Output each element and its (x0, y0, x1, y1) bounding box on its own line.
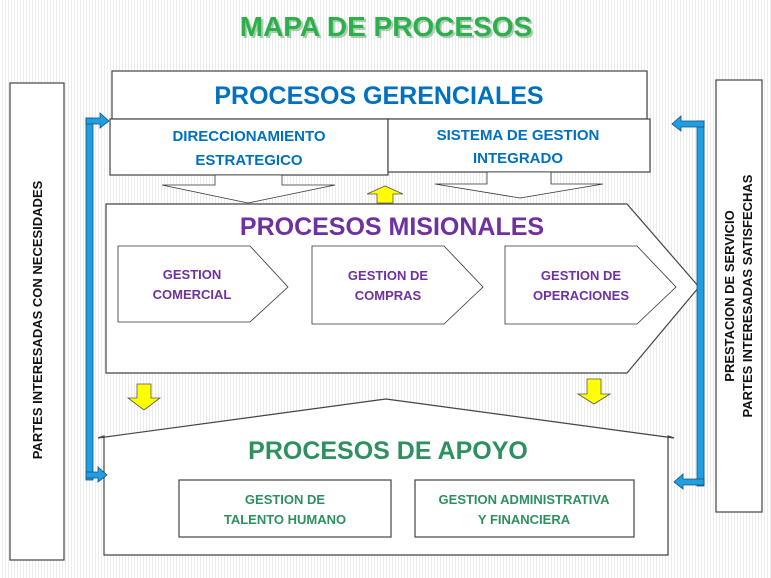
left-stakeholder-label: PARTES INTERESADAS CON NECESIDADES (30, 180, 45, 459)
misional-item-line2: COMERCIAL (153, 287, 232, 302)
sistema-line2: INTEGRADO (473, 150, 563, 167)
right-stakeholder-box (715, 79, 763, 513)
sistema-line1: SISTEMA DE GESTION (437, 127, 600, 144)
gerenciales-box (111, 70, 648, 120)
misionales-title: PROCESOS MISIONALES (240, 213, 544, 241)
down-chevron-arrow-icon (434, 171, 604, 199)
right-label-line2: PARTES INTERESADAS SATISFECHAS (740, 174, 755, 417)
misional-item-line2: COMPRAS (355, 288, 422, 303)
right-feedback-arrow-icon (671, 115, 705, 490)
right-label-line1: PRESTACION DE SERVICIO (722, 210, 737, 381)
yellow-up-arrow-icon (366, 185, 404, 204)
misional-item-line1: GESTION DE (541, 268, 622, 283)
misional-item-line1: GESTION DE (348, 268, 429, 283)
down-chevron-arrow-icon (161, 174, 336, 204)
direccionamiento-line1: DIRECCIONAMIENTO (172, 128, 325, 145)
apoyo-title: PROCESOS DE APOYO (248, 437, 528, 465)
yellow-down-arrow-icon (126, 383, 162, 411)
direccionamiento-line2: ESTRATEGICO (195, 152, 303, 169)
apoyo-item-line2: TALENTO HUMANO (224, 512, 346, 527)
left-feedback-arrow-icon (85, 112, 110, 483)
apoyo-item-talento (178, 479, 392, 538)
misional-item-compras: GESTION DE COMPRAS (311, 245, 484, 325)
diagram-title: MAPA DE PROCESOS (242, 13, 534, 44)
misional-item-line2: OPERACIONES (533, 288, 629, 303)
misional-item-line1: GESTION (163, 267, 222, 282)
apoyo-item-line2: Y FINANCIERA (478, 512, 571, 527)
left-stakeholder-box (9, 82, 65, 561)
yellow-down-arrow-icon (576, 378, 612, 405)
apoyo-item-administrativa (414, 479, 635, 538)
apoyo-item-line1: GESTION ADMINISTRATIVA (439, 492, 611, 507)
gerenciales-title: PROCESOS GERENCIALES (214, 82, 543, 110)
diagram-title-main: MAPA DE PROCESOS (240, 11, 532, 42)
misional-item-operaciones: GESTION DE OPERACIONES (504, 245, 677, 325)
apoyo-item-line1: GESTION DE (245, 492, 326, 507)
misional-item-comercial: GESTION COMERCIAL (117, 245, 289, 323)
